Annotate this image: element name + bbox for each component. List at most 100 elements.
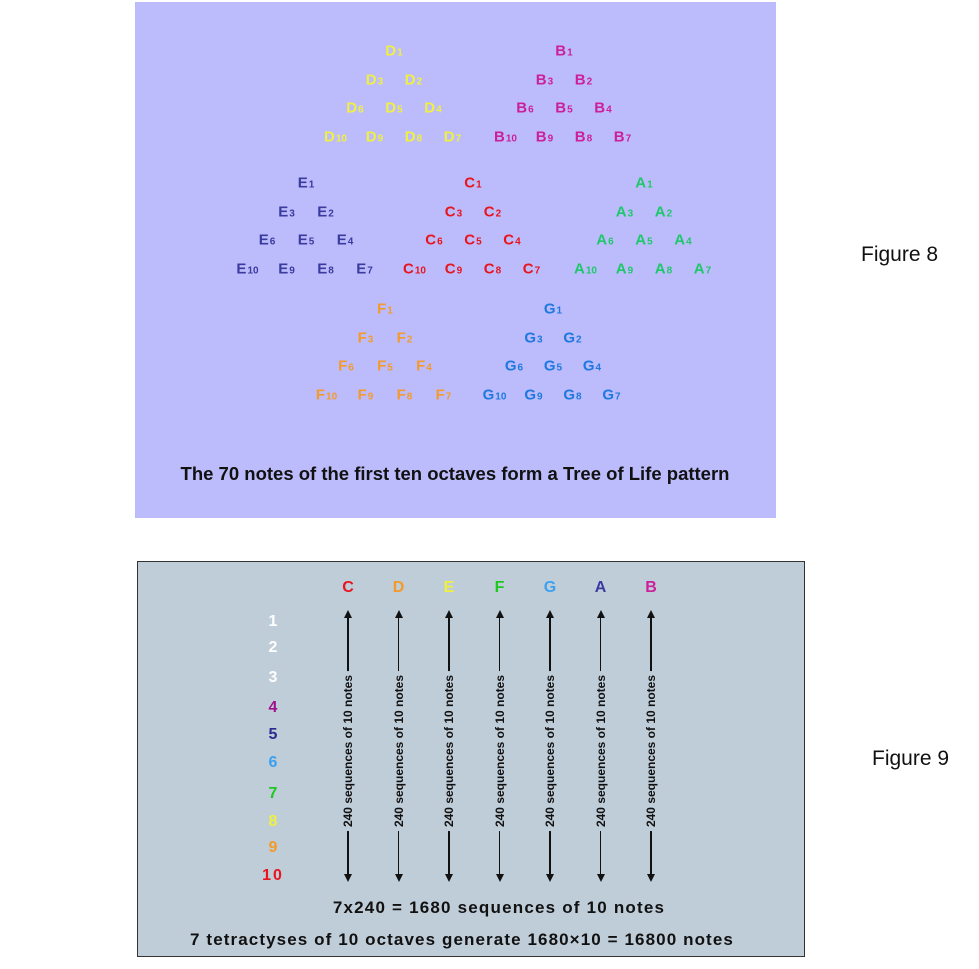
note-c4: C4 bbox=[503, 232, 520, 249]
note-b4: B4 bbox=[594, 100, 611, 117]
note-letter: A bbox=[615, 203, 627, 220]
note-subscript: 5 bbox=[556, 362, 563, 374]
note-e4: E4 bbox=[337, 232, 354, 249]
note-subscript: 6 bbox=[269, 236, 276, 248]
octave-number-10: 10 bbox=[262, 867, 284, 884]
note-subscript: 1 bbox=[476, 179, 482, 191]
note-subscript: 7 bbox=[445, 391, 452, 402]
note-letter: A bbox=[693, 260, 705, 277]
note-letter: C bbox=[483, 260, 495, 277]
note-f3: F3 bbox=[358, 329, 374, 346]
note-f7: F7 bbox=[436, 386, 452, 403]
note-subscript: 2 bbox=[416, 76, 423, 87]
note-subscript: 8 bbox=[576, 391, 582, 402]
octave-number-4: 4 bbox=[268, 699, 278, 716]
note-letter: C bbox=[444, 203, 456, 220]
note-f8: F8 bbox=[397, 386, 413, 403]
column-letter-f: F bbox=[494, 579, 505, 596]
note-subscript: 2 bbox=[586, 76, 593, 87]
note-letter: B bbox=[574, 128, 586, 145]
note-letter: C bbox=[464, 231, 476, 249]
note-subscript: 7 bbox=[625, 133, 632, 144]
note-subscript: 8 bbox=[416, 133, 423, 144]
note-letter: D bbox=[404, 128, 416, 145]
note-letter: B bbox=[613, 128, 625, 145]
note-letter: E bbox=[317, 260, 328, 277]
note-d3: D3 bbox=[366, 71, 383, 88]
arrow-head-down bbox=[546, 874, 554, 882]
note-g5: G5 bbox=[544, 358, 562, 375]
note-e6: E6 bbox=[259, 232, 276, 249]
note-letter: A bbox=[574, 260, 585, 277]
note-e3: E3 bbox=[278, 203, 295, 220]
note-subscript: 9 bbox=[547, 133, 554, 144]
note-letter: E bbox=[278, 203, 289, 220]
note-subscript: 10 bbox=[247, 265, 259, 276]
note-a2: A2 bbox=[655, 203, 672, 220]
note-letter: F bbox=[396, 386, 406, 403]
note-letter: F bbox=[338, 357, 348, 375]
note-a8: A8 bbox=[655, 260, 672, 277]
note-letter: F bbox=[435, 386, 445, 403]
note-e9: E9 bbox=[278, 260, 295, 277]
note-g10: G10 bbox=[483, 386, 507, 403]
note-c10: C10 bbox=[403, 260, 426, 277]
note-letter: D bbox=[385, 99, 397, 117]
arrow-head-up bbox=[596, 610, 605, 618]
note-subscript: 4 bbox=[595, 362, 602, 374]
note-subscript: 6 bbox=[358, 104, 364, 116]
note-subscript: 4 bbox=[347, 236, 354, 248]
arrow-head-up bbox=[344, 610, 352, 618]
note-c2: C2 bbox=[484, 203, 501, 220]
note-letter: E bbox=[336, 231, 347, 249]
note-subscript: 1 bbox=[567, 47, 573, 59]
note-letter: G bbox=[602, 386, 615, 403]
arrow-head-up bbox=[647, 610, 655, 618]
note-letter: A bbox=[654, 260, 666, 277]
note-g3: G3 bbox=[524, 329, 542, 346]
note-e1: E1 bbox=[298, 175, 315, 192]
note-subscript: 10 bbox=[495, 391, 507, 402]
octave-number-1: 1 bbox=[268, 613, 278, 630]
note-f9: F9 bbox=[358, 386, 374, 403]
note-letter: D bbox=[385, 42, 397, 60]
note-letter: D bbox=[424, 99, 436, 117]
note-subscript: 3 bbox=[289, 208, 295, 219]
note-d8: D8 bbox=[405, 128, 422, 145]
note-letter: D bbox=[365, 71, 377, 88]
note-a9: A9 bbox=[616, 260, 633, 277]
note-letter: C bbox=[464, 174, 476, 192]
note-c3: C3 bbox=[445, 203, 462, 220]
octave-number-8: 8 bbox=[268, 813, 278, 830]
note-b3: B3 bbox=[536, 71, 553, 88]
note-e10: E10 bbox=[236, 260, 258, 277]
figure-8-label: Figure 8 bbox=[861, 243, 939, 266]
equation-sequences: 7x240 = 1680 sequences of 10 notes bbox=[332, 898, 666, 917]
equation-notes: 7 tetractyses of 10 octaves generate 168… bbox=[190, 930, 734, 949]
note-letter: B bbox=[494, 128, 505, 145]
note-subscript: 9 bbox=[537, 391, 543, 402]
note-letter: G bbox=[524, 329, 537, 346]
note-a4: A4 bbox=[674, 232, 691, 249]
note-letter: C bbox=[403, 260, 414, 277]
note-subscript: 9 bbox=[377, 133, 384, 144]
note-b7: B7 bbox=[614, 128, 631, 145]
note-g7: G7 bbox=[602, 386, 620, 403]
note-f2: F2 bbox=[397, 329, 413, 346]
note-subscript: 8 bbox=[328, 265, 334, 276]
note-g8: G8 bbox=[563, 386, 581, 403]
note-d5: D5 bbox=[385, 100, 402, 117]
note-letter: A bbox=[635, 174, 647, 192]
note-letter: F bbox=[416, 357, 426, 375]
note-letter: A bbox=[615, 260, 627, 277]
note-g1: G1 bbox=[544, 301, 562, 318]
note-letter: E bbox=[258, 231, 269, 249]
note-subscript: 9 bbox=[456, 265, 463, 276]
column-letter-d: D bbox=[392, 579, 405, 596]
note-subscript: 3 bbox=[627, 208, 634, 219]
note-subscript: 4 bbox=[606, 104, 612, 116]
note-letter: C bbox=[444, 260, 456, 277]
figure-9-label: Figure 9 bbox=[872, 747, 950, 770]
column-letter-b: B bbox=[645, 579, 657, 596]
